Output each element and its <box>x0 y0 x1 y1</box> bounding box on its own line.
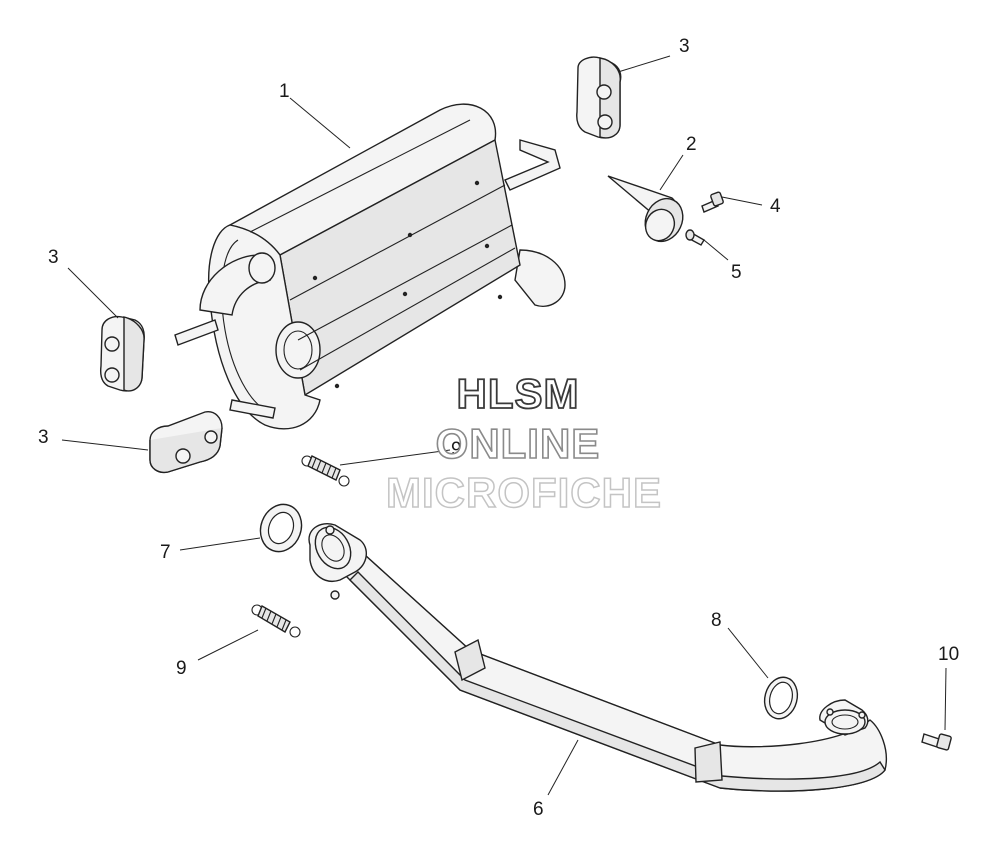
watermark-line-1: HLSM <box>457 370 580 417</box>
callout-9-upper: 9 <box>451 439 462 460</box>
callout-10: 10 <box>938 644 959 665</box>
spring-part-9-upper <box>301 455 350 487</box>
spark-arrestor-part-2 <box>607 175 684 243</box>
callout-4: 4 <box>770 196 781 217</box>
screw-part-4 <box>701 191 724 213</box>
callout-2: 2 <box>686 134 697 155</box>
callout-3-left: 3 <box>48 247 59 268</box>
bolt-part-10 <box>921 733 952 751</box>
leader-lines <box>61 55 947 796</box>
gasket-part-7 <box>259 503 303 553</box>
seal-ring-part-8 <box>763 676 799 720</box>
callout-labels: 1 2 3 3 3 4 5 6 7 8 9 9 10 <box>38 36 959 820</box>
callout-3-lower: 3 <box>38 427 49 448</box>
isolator-part-3-top <box>576 56 622 139</box>
watermark-line-2: ONLINE <box>436 420 601 467</box>
watermark: HLSM ONLINE MICROFICHE <box>385 369 662 517</box>
isolator-part-3-lower <box>149 411 223 474</box>
callout-1: 1 <box>279 81 290 102</box>
callout-6: 6 <box>533 799 544 820</box>
header-pipe-part-6 <box>308 523 887 792</box>
muffler-part-1 <box>174 103 566 430</box>
spring-part-9-lower <box>251 604 301 638</box>
callout-8: 8 <box>711 610 722 631</box>
callout-5: 5 <box>731 262 742 283</box>
isolator-part-3-left <box>99 315 145 392</box>
callout-3-top: 3 <box>679 36 690 57</box>
screw-part-5 <box>685 229 705 246</box>
callout-9-lower: 9 <box>176 658 187 679</box>
watermark-line-3: MICROFICHE <box>386 469 662 516</box>
callout-7: 7 <box>160 542 171 563</box>
